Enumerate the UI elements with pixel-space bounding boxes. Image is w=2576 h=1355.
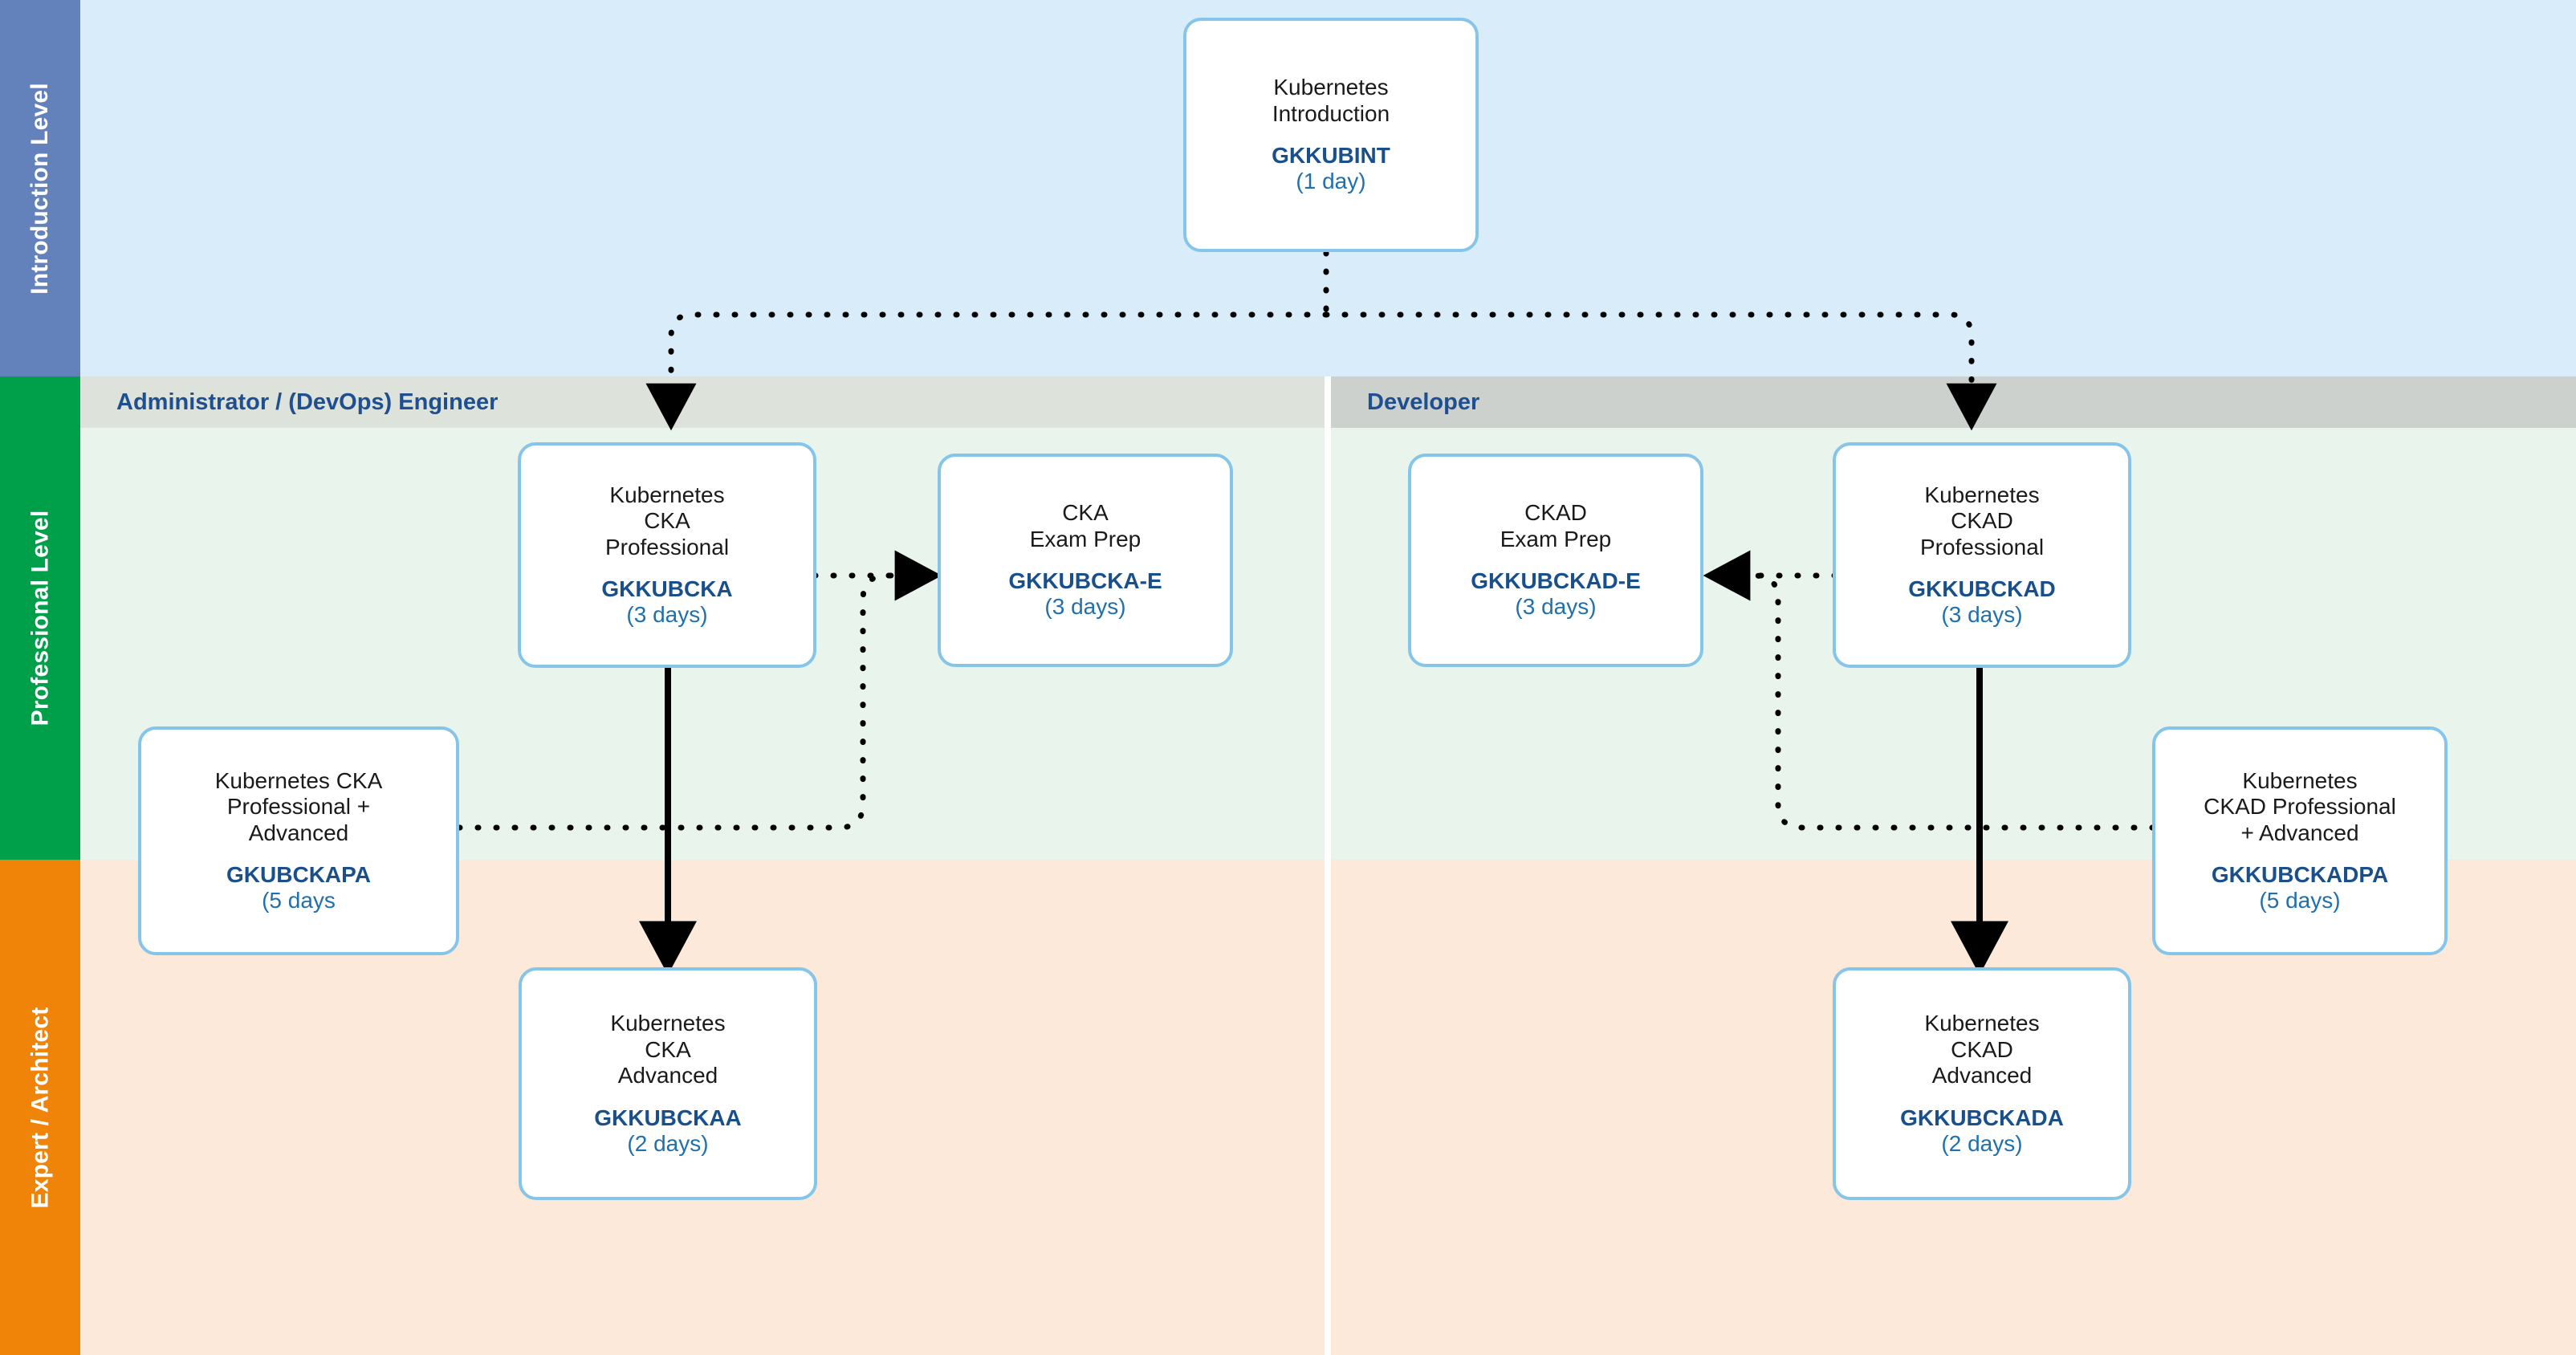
course-code: GKUBCKAPA xyxy=(226,862,371,888)
course-duration: (1 day) xyxy=(1296,169,1366,194)
course-duration: (3 days) xyxy=(1044,594,1126,620)
course-node-cka-professional[interactable]: Kubernetes CKA Professional GKKUBCKA (3 … xyxy=(518,442,816,668)
course-node-ckad-professional-advanced[interactable]: Kubernetes CKAD Professional + Advanced … xyxy=(2152,726,2448,955)
course-node-ckad-exam-prep[interactable]: CKAD Exam Prep GKKUBCKAD-E (3 days) xyxy=(1408,454,1703,667)
course-title: Kubernetes CKA Professional xyxy=(604,482,730,559)
course-code: GKKUBCKAA xyxy=(594,1105,742,1130)
connector-cka-proadv-to-cka-examprep xyxy=(456,572,938,831)
course-duration: (2 days) xyxy=(1941,1130,2023,1156)
connector-intro-fanout xyxy=(645,250,1997,431)
track-label-admin: Administrator / (DevOps) Engineer xyxy=(116,389,499,415)
course-node-kubernetes-introduction[interactable]: Kubernetes Introduction GKKUBINT (1 day) xyxy=(1183,18,1479,252)
course-title: CKA Exam Prep xyxy=(1029,500,1141,551)
course-code: GKKUBCKADA xyxy=(1900,1105,2064,1130)
course-node-ckad-advanced[interactable]: Kubernetes CKAD Advanced GKKUBCKADA (2 d… xyxy=(1833,967,2131,1200)
course-node-cka-advanced[interactable]: Kubernetes CKA Advanced GKKUBCKAA (2 day… xyxy=(519,967,817,1200)
course-title: Kubernetes CKA Professional + Advanced xyxy=(214,767,383,845)
course-title: Kubernetes CKAD Professional xyxy=(1919,482,2045,559)
level-rail-expert: Expert / Architect xyxy=(0,860,80,1355)
course-node-cka-professional-advanced[interactable]: Kubernetes CKA Professional + Advanced G… xyxy=(138,726,459,955)
course-title: Kubernetes Introduction xyxy=(1272,75,1390,126)
course-code: GKKUBCKADPA xyxy=(2211,862,2389,888)
track-label-developer: Developer xyxy=(1367,389,1480,415)
course-code: GKKUBINT xyxy=(1272,143,1390,169)
course-title: Kubernetes CKAD Professional + Advanced xyxy=(2204,767,2396,845)
track-header-admin: Administrator / (DevOps) Engineer xyxy=(80,376,1325,428)
level-rail-professional: Professional Level xyxy=(0,376,80,860)
course-code: GKKUBCKA-E xyxy=(1008,568,1162,594)
course-duration: (3 days) xyxy=(626,602,708,628)
level-rail-introduction: Introduction Level xyxy=(0,0,80,376)
course-node-ckad-professional[interactable]: Kubernetes CKAD Professional GKKUBCKAD (… xyxy=(1833,442,2131,668)
course-title: CKAD Exam Prep xyxy=(1500,500,1612,551)
course-title: Kubernetes CKA Advanced xyxy=(610,1011,726,1088)
course-code: GKKUBCKAD xyxy=(1908,576,2056,602)
course-title: Kubernetes CKAD Advanced xyxy=(1924,1011,2040,1088)
course-code: GKKUBCKAD-E xyxy=(1471,568,1641,594)
track-column-divider xyxy=(1325,376,1331,1355)
course-duration: (5 days xyxy=(262,888,336,914)
course-node-cka-exam-prep[interactable]: CKA Exam Prep GKKUBCKA-E (3 days) xyxy=(938,454,1233,667)
course-duration: (5 days) xyxy=(2259,888,2341,914)
course-duration: (2 days) xyxy=(627,1130,709,1156)
course-duration: (3 days) xyxy=(1515,594,1597,620)
course-code: GKKUBCKA xyxy=(601,576,733,602)
course-duration: (3 days) xyxy=(1941,602,2023,628)
